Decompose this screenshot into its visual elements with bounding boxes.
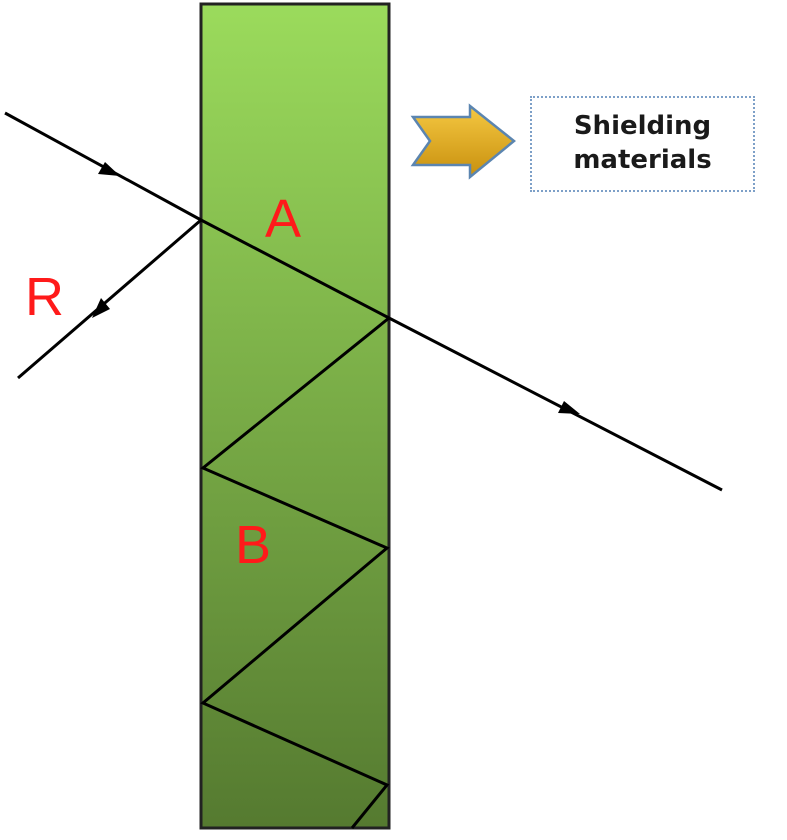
internal-reflections xyxy=(200,316,390,829)
callout-line-1: Shielding xyxy=(573,111,712,142)
refracted-ray-a xyxy=(200,218,390,320)
callout-line-2: materials xyxy=(573,145,712,175)
arrowhead-transmitted-icon xyxy=(558,401,580,414)
reflected-ray-r xyxy=(17,218,202,380)
arrowhead-incident-icon xyxy=(98,162,120,176)
arrowhead-reflected-icon xyxy=(92,298,110,318)
label-a: A xyxy=(265,189,302,249)
callout-arrow-icon xyxy=(410,103,516,180)
label-r: R xyxy=(25,267,64,327)
transmitted-ray xyxy=(388,316,723,492)
label-b: B xyxy=(235,515,272,575)
shielding-materials-callout: Shielding materials xyxy=(530,96,755,192)
shielding-slab xyxy=(199,2,391,830)
